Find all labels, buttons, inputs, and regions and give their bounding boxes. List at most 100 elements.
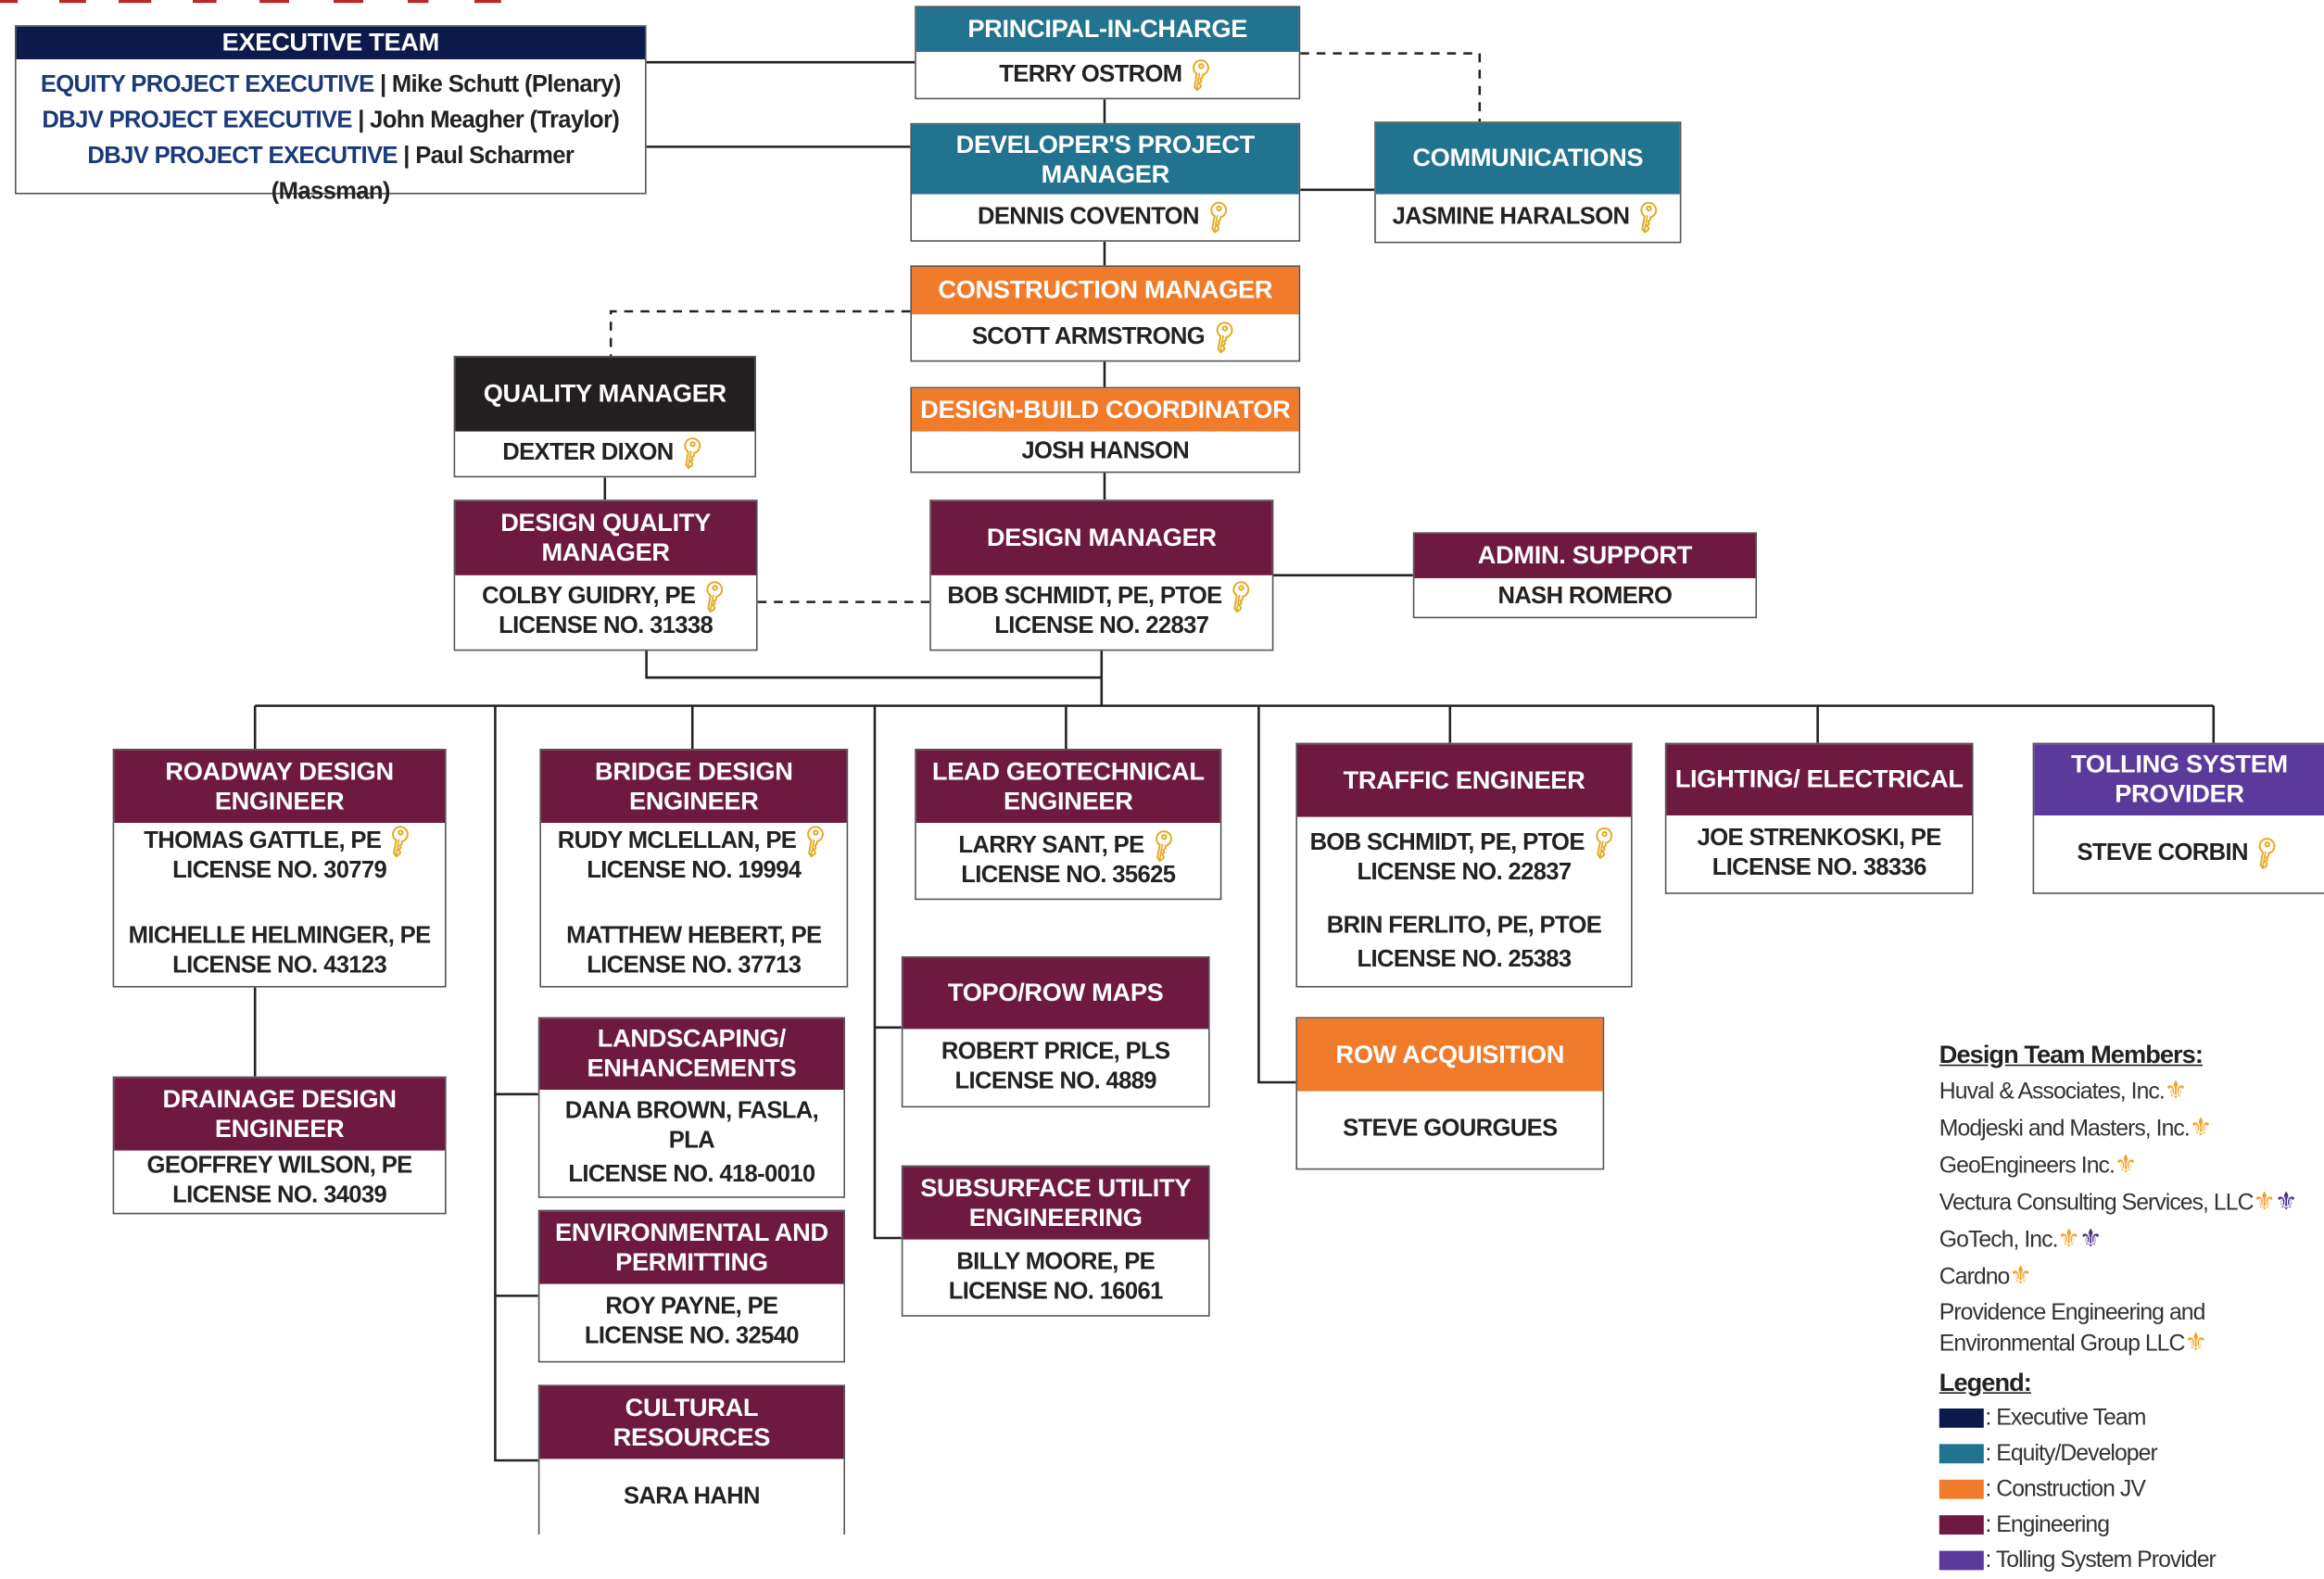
lighting-electrical-box: LIGHTING/ ELECTRICAL JOE STRENKOSKI, PE … (1664, 742, 1974, 894)
fleur-de-lis-purple-icon: ⚜ (2274, 1187, 2297, 1216)
legend-swatch (1939, 1445, 1984, 1464)
exec-role: DBJV PROJECT EXECUTIVE (42, 107, 352, 133)
bridge-engineer-1: RUDY MCLELLAN, PE (557, 828, 797, 854)
fleur-de-lis-orange-icon: ⚜ (2164, 1076, 2187, 1105)
design-quality-manager-header: DESIGN QUALITY MANAGER (455, 500, 756, 575)
member-name: GoTech, Inc. (1939, 1227, 2059, 1253)
developer-pm-header: DEVELOPER'S PROJECT MANAGER (912, 124, 1299, 195)
dashed-cm-qm (609, 309, 911, 357)
admin-support-name: NASH ROMERO (1497, 584, 1673, 610)
exec-row: DBJV PROJECT EXECUTIVE|John Meagher (Tra… (28, 104, 633, 139)
admin-support-header: ADMIN. SUPPORT (1414, 534, 1756, 578)
member-name: Providence Engineering and (1939, 1300, 2206, 1326)
legend-swatch (1939, 1408, 1984, 1429)
bridge-engineer-2: MATTHEW HEBERT, PE (566, 923, 822, 949)
tolling-lead: STEVE CORBIN (2077, 840, 2248, 866)
quality-manager-body: DEXTER DIXON🔑︎ (455, 432, 754, 476)
roadway-design-box: ROADWAY DESIGN ENGINEER THOMAS GATTLE, P… (112, 749, 447, 988)
member-name: Huval & Associates, Inc. (1939, 1079, 2166, 1105)
member-name: Modjeski and Masters, Inc. (1939, 1116, 2191, 1142)
traffic-engineer-1: BOB SCHMIDT, PE, PTOE (1309, 829, 1585, 855)
design-manager-body: BOB SCHMIDT, PE, PTOE🔑︎ LICENSE NO. 2283… (931, 575, 1272, 650)
fleur-de-lis-orange-icon: ⚜ (2057, 1224, 2080, 1253)
member-name: Cardno (1939, 1264, 2011, 1290)
license-number: LICENSE NO. 4889 (954, 1068, 1157, 1094)
legend-list: : Executive Team: Equity/Developer: Cons… (1939, 1401, 2324, 1579)
topo-row-body: ROBERT PRICE, PLS LICENSE NO. 4889 (903, 1029, 1208, 1105)
environmental-box: ENVIRONMENTAL AND PERMITTING ROY PAYNE, … (537, 1209, 845, 1363)
bridge-design-body: RUDY MCLELLAN, PE🔑︎ LICENSE NO. 19994 MA… (541, 823, 847, 986)
cultural-resources-lead: SARA HAHN (623, 1483, 761, 1509)
design-manager-box: DESIGN MANAGER BOB SCHMIDT, PE, PTOE🔑︎ L… (929, 499, 1274, 651)
key-icon: 🔑︎ (1628, 198, 1668, 236)
legend-label: : Equity/Developer (1985, 1441, 2157, 1467)
executive-team-box: EXECUTIVE TEAM EQUITY PROJECT EXECUTIVE|… (15, 25, 647, 205)
row-acquisition-lead: STEVE GOURGUES (1343, 1116, 1558, 1142)
traffic-engineer-body: BOB SCHMIDT, PE, PTOE🔑︎ LICENSE NO. 2283… (1297, 817, 1631, 986)
construction-manager-body: SCOTT ARMSTRONG🔑︎ (912, 314, 1299, 360)
legend-label: : Construction JV (1985, 1476, 2145, 1502)
key-icon: 🔑︎ (1181, 55, 1220, 94)
exec-row: DBJV PROJECT EXECUTIVE|Paul Scharmer (Ma… (28, 139, 633, 210)
environmental-header: ENVIRONMENTAL AND PERMITTING (539, 1211, 844, 1284)
principal-name: TERRY OSTROM (999, 61, 1182, 87)
sue-body: BILLY MOORE, PE LICENSE NO. 16061 (903, 1240, 1208, 1316)
roadway-engineer-2: MICHELLE HELMINGER, PE (128, 923, 431, 949)
row-acquisition-body: STEVE GOURGUES (1297, 1092, 1603, 1168)
roadway-engineer-1: THOMAS GATTLE, PE (144, 828, 382, 854)
line-left-spine (494, 705, 538, 1462)
design-manager-name: BOB SCHMIDT, PE, PTOE (947, 584, 1222, 610)
geotech-box: LEAD GEOTECHNICAL ENGINEER LARRY SANT, P… (915, 749, 1222, 901)
principal-box: PRINCIPAL-IN-CHARGE TERRY OSTROM🔑︎ (915, 6, 1301, 100)
drainage-design-box: DRAINAGE DESIGN ENGINEER GEOFFREY WILSON… (112, 1076, 447, 1215)
sue-box: SUBSURFACE UTILITY ENGINEERING BILLY MOO… (901, 1165, 1210, 1317)
environmental-body: ROY PAYNE, PE LICENSE NO. 32540 (539, 1284, 843, 1361)
topo-row-header: TOPO/ROW MAPS (903, 957, 1208, 1030)
geotech-engineer: LARRY SANT, PE (958, 832, 1144, 858)
key-icon: 🔑︎ (795, 822, 835, 861)
dashed-principal-comms (1300, 52, 1482, 122)
roadway-design-body: THOMAS GATTLE, PE🔑︎ LICENSE NO. 30779 MI… (114, 823, 445, 986)
license-number: LICENSE NO. 418-0010 (568, 1161, 815, 1187)
member-name: Vectura Consulting Services, LLC (1939, 1190, 2255, 1216)
legend-swatch (1939, 1551, 1984, 1572)
tolling-provider-header: TOLLING SYSTEM PROVIDER (2034, 744, 2324, 815)
design-manager-header: DESIGN MANAGER (930, 500, 1272, 575)
landscaping-box: LANDSCAPING/ ENHANCEMENTS DANA BROWN, FA… (537, 1017, 845, 1198)
line-dqm-bus (645, 651, 1102, 679)
legend-item: : Equity/Developer (1939, 1436, 2324, 1472)
quality-manager-name: DEXTER DIXON (502, 440, 674, 466)
drainage-engineer: GEOFFREY WILSON, PE (146, 1153, 413, 1179)
license-number: LICENSE NO. 38336 (1711, 855, 1927, 881)
design-team-legend-panel: Design Team Members: Huval & Associates,… (1939, 1038, 2324, 1579)
communications-header: COMMUNICATIONS (1375, 122, 1680, 195)
db-coordinator-box: DESIGN-BUILD COORDINATOR JOSH HANSON (910, 386, 1301, 474)
line-mid-spine (873, 705, 902, 1240)
admin-support-body: NASH ROMERO (1414, 578, 1755, 617)
license-number: LICENSE NO. 25383 (1357, 946, 1572, 972)
legend-swatch (1939, 1515, 1984, 1535)
member-name: GeoEngineers Inc. (1939, 1153, 2116, 1179)
fleur-de-lis-purple-icon: ⚜ (2078, 1224, 2102, 1253)
key-icon: 🔑︎ (1220, 577, 1260, 616)
bridge-design-box: BRIDGE DESIGN ENGINEER RUDY MCLELLAN, PE… (539, 749, 849, 988)
legend-item: : Engineering (1939, 1508, 2324, 1543)
license-number: LICENSE NO. 22837 (1357, 859, 1572, 885)
fleur-de-lis-orange-icon: ⚜ (2189, 1113, 2212, 1142)
exec-name: Mike Schutt (Plenary) (391, 72, 622, 98)
fleur-de-lis-orange-icon: ⚜ (2253, 1187, 2276, 1216)
design-team-member: Vectura Consulting Services, LLC⚜⚜ (1939, 1184, 2324, 1221)
exec-name: John Meagher (Traylor) (370, 107, 620, 133)
db-coordinator-name: JOSH HANSON (1021, 437, 1190, 463)
license-number: LICENSE NO. 16061 (948, 1279, 1164, 1305)
design-quality-manager-name: COLBY GUIDRY, PE (482, 584, 696, 610)
connector-lines (253, 52, 2216, 1462)
geotech-body: LARRY SANT, PE🔑︎ LICENSE NO. 35625 (916, 823, 1220, 899)
traffic-engineer-2: BRIN FERLITO, PE, PTOE (1326, 912, 1602, 938)
communications-box: COMMUNICATIONS JASMINE HARALSON🔑︎ (1374, 121, 1682, 244)
landscaping-architect: DANA BROWN, FASLA, PLA (564, 1097, 819, 1153)
tolling-provider-body: STEVE CORBIN🔑︎ (2034, 815, 2324, 892)
quality-manager-header: QUALITY MANAGER (455, 357, 755, 432)
exec-role: EQUITY PROJECT EXECUTIVE (40, 72, 374, 98)
